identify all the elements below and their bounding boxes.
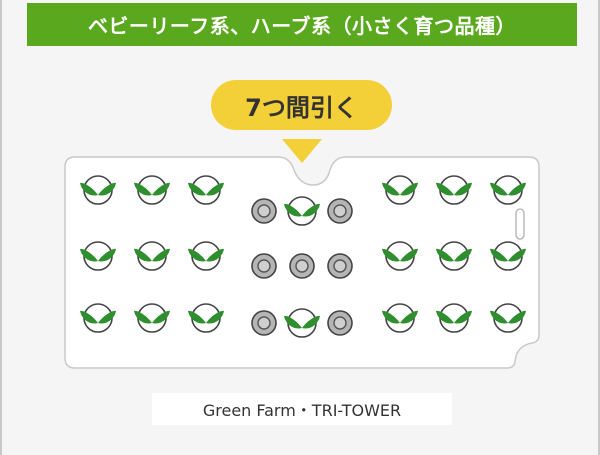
banner-title: ベビーリーフ系、ハーブ系（小さく育つ品種）	[27, 3, 577, 46]
seedling-icon	[284, 196, 320, 226]
seedling-icon	[188, 303, 224, 333]
empty-hole-icon	[327, 310, 353, 336]
empty-hole-icon	[251, 253, 277, 279]
seedling-icon	[80, 241, 116, 271]
empty-hole-icon	[327, 253, 353, 279]
seedling-icon	[490, 303, 526, 333]
empty-hole-icon	[251, 310, 277, 336]
seedling-icon	[436, 241, 472, 271]
seedling-icon	[188, 241, 224, 271]
seedling-icon	[382, 241, 418, 271]
empty-hole-icon	[327, 198, 353, 224]
seedling-icon	[436, 303, 472, 333]
thinning-callout: 7つ間引く	[211, 80, 392, 130]
seedling-icon	[134, 241, 170, 271]
empty-hole-icon	[289, 253, 315, 279]
seedling-icon	[188, 175, 224, 205]
seedling-icon	[80, 175, 116, 205]
slot-handle	[515, 208, 525, 240]
seedling-icon	[436, 175, 472, 205]
seedling-icon	[382, 175, 418, 205]
seedling-icon	[80, 303, 116, 333]
seedling-icon	[284, 308, 320, 338]
seedling-icon	[134, 303, 170, 333]
seedling-icon	[490, 175, 526, 205]
empty-hole-icon	[251, 198, 277, 224]
seedling-icon	[490, 241, 526, 271]
product-caption: Green Farm・TRI-TOWER	[152, 393, 452, 425]
seedling-icon	[134, 175, 170, 205]
callout-pointer-icon	[282, 139, 322, 163]
seedling-icon	[382, 303, 418, 333]
